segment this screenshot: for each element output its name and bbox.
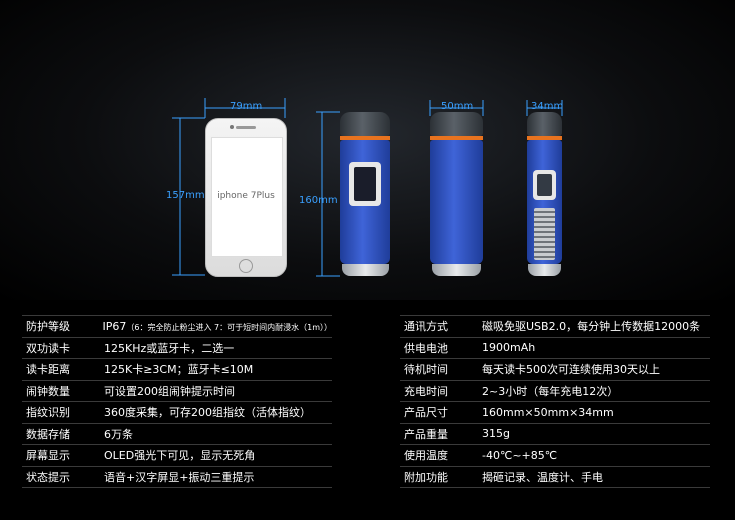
spec-key: 屏幕显示	[26, 449, 70, 463]
spec-value: 磁吸免驱USB2.0，每分钟上传数据12000条	[482, 320, 701, 334]
spec-key: 充电时间	[404, 384, 448, 398]
spec-value: -40℃~+85℃	[482, 448, 558, 462]
phone-height-label: 157mm	[166, 190, 205, 201]
spec-key: 产品尺寸	[404, 406, 448, 420]
phone-speaker	[236, 126, 256, 129]
spec-key: 通讯方式	[404, 320, 448, 334]
spec-value: 语音+汉字屏显+振动三重提示	[104, 470, 255, 484]
spec-key: 数据存储	[26, 427, 70, 441]
spec-table-right: 通讯方式 磁吸免驱USB2.0，每分钟上传数据12000条 供电电池 1900mAh…	[400, 315, 710, 488]
phone-reference: iphone 7Plus	[205, 118, 287, 277]
spec-value: 2~3小时（每年充电12次）	[482, 384, 619, 398]
grip-ribs	[534, 208, 555, 260]
spec-key: 闹钟数量	[26, 384, 70, 398]
spec-value: 315g	[482, 427, 510, 441]
spec-row: 附加功能 揭砸记录、温度计、手电	[400, 467, 710, 488]
product-showcase: 79mm 157mm 160mm 50mm 34mm iphone 7Plus	[0, 0, 735, 300]
spec-key: 使用温度	[404, 449, 448, 463]
spec-value: 可设置200组闹钟提示时间	[104, 384, 235, 398]
device-front	[340, 112, 390, 276]
spec-value: 160mm×50mm×34mm	[482, 405, 614, 419]
spec-row: 待机时间 每天读卡500次可连续使用30天以上	[400, 359, 710, 381]
spec-table-left: 防护等级 IP67（6：完全防止粉尘进入 7：可于短时间内耐浸水（1m）） 双功读…	[22, 315, 332, 488]
spec-key: 防护等级	[26, 320, 70, 334]
phone-camera	[230, 125, 234, 129]
device-height-label: 160mm	[299, 195, 338, 206]
spec-row: 通讯方式 磁吸免驱USB2.0，每分钟上传数据12000条	[400, 316, 710, 338]
spec-value: 125KHz或蓝牙卡，二选一	[104, 341, 235, 355]
spec-row: 数据存储 6万条	[22, 424, 332, 445]
phone-model-label: iphone 7Plus	[217, 191, 275, 201]
spec-note: （6：完全防止粉尘进入 7：可于短时间内耐浸水（1m））	[126, 322, 332, 332]
device-side	[527, 112, 562, 276]
spec-key: 供电电池	[404, 341, 448, 355]
spec-row: 产品重量 315g	[400, 424, 710, 445]
spec-row: 屏幕显示 OLED强光下可见，显示无死角	[22, 445, 332, 467]
spec-row: 指纹识别 360度采集，可存200组指纹（活体指纹）	[22, 402, 332, 424]
spec-value: 每天读卡500次可连续使用30天以上	[482, 363, 660, 377]
spec-row: 双功读卡 125KHz或蓝牙卡，二选一	[22, 338, 332, 359]
spec-value: 6万条	[104, 427, 133, 441]
spec-key: 附加功能	[404, 470, 448, 484]
spec-key: 产品重量	[404, 427, 448, 441]
spec-value: 360度采集，可存200组指纹（活体指纹）	[104, 406, 311, 420]
spec-key: 待机时间	[404, 363, 448, 377]
spec-row: 供电电池 1900mAh	[400, 338, 710, 359]
device-display	[349, 162, 381, 206]
phone-width-label: 79mm	[230, 101, 263, 112]
device-depth-label: 34mm	[531, 101, 564, 112]
spec-value: 1900mAh	[482, 341, 536, 355]
spec-row: 使用温度 -40℃~+85℃	[400, 445, 710, 467]
spec-value: IP67	[102, 319, 127, 333]
spec-row: 状态提示 语音+汉字屏显+振动三重提示	[22, 467, 332, 488]
spec-key: 双功读卡	[26, 341, 70, 355]
spec-key: 状态提示	[26, 470, 70, 484]
spec-row: 闹钟数量 可设置200组闹钟提示时间	[22, 381, 332, 402]
phone-home-button	[239, 259, 253, 273]
phone-screen	[211, 137, 283, 257]
spec-row: 读卡距离 125K卡≥3CM；蓝牙卡≤10M	[22, 359, 332, 381]
spec-key: 读卡距离	[26, 363, 70, 377]
device-width-label: 50mm	[441, 101, 474, 112]
spec-row: 产品尺寸 160mm×50mm×34mm	[400, 402, 710, 424]
dimension-lines	[172, 98, 563, 277]
spec-value: OLED强光下可见，显示无死角	[104, 449, 256, 463]
fingerprint-sensor	[533, 170, 556, 200]
spec-value: 125K卡≥3CM；蓝牙卡≤10M	[104, 363, 254, 377]
spec-value: 揭砸记录、温度计、手电	[482, 470, 603, 484]
spec-row: 充电时间 2~3小时（每年充电12次）	[400, 381, 710, 402]
device-back	[430, 112, 483, 276]
spec-row: 防护等级 IP67（6：完全防止粉尘进入 7：可于短时间内耐浸水（1m））	[22, 316, 332, 338]
spec-key: 指纹识别	[26, 406, 70, 420]
